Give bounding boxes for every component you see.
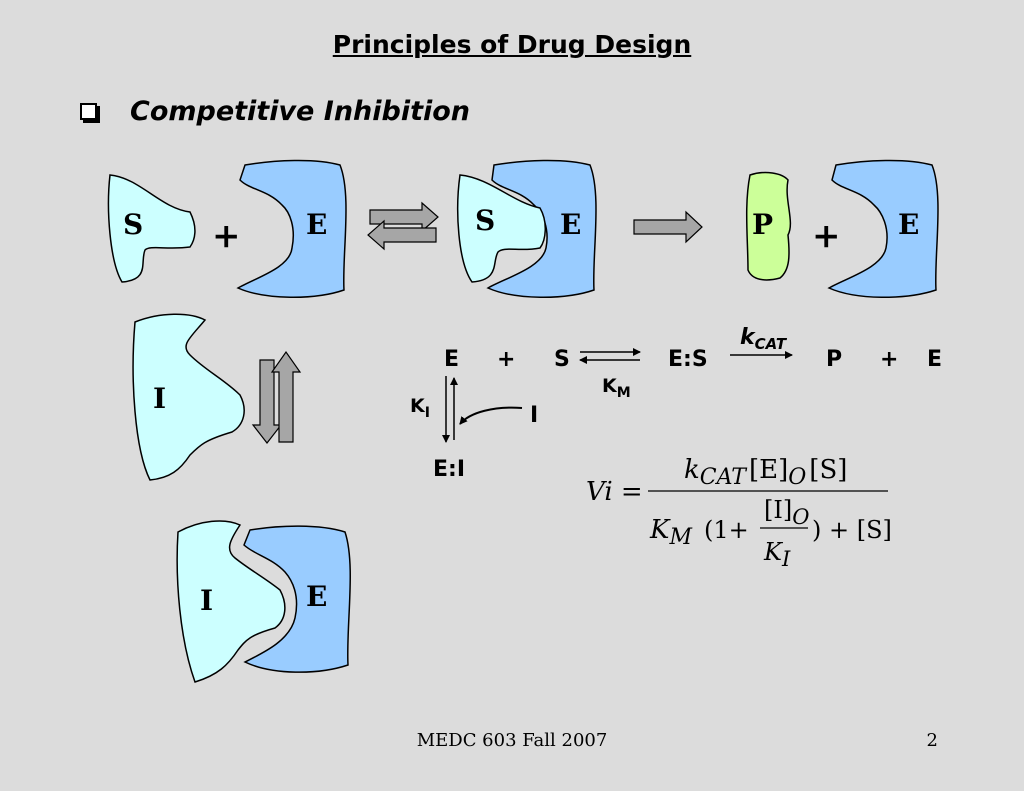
reverse-arrow-icon: [367, 219, 437, 251]
equation-denominator-K: KM: [649, 515, 692, 550]
scheme-KI: KI: [410, 395, 430, 421]
inhibitor-shape: [132, 313, 245, 481]
footer-page-number: 2: [926, 730, 938, 751]
ei-complex-enzyme-shape: [243, 525, 351, 673]
scheme-plus: +: [497, 347, 515, 372]
inhibitor-label: I: [153, 382, 166, 415]
slide-title: Principles of Drug Design: [332, 30, 692, 59]
equation-inner-denominator: KI: [763, 538, 791, 571]
enzyme-shape: [236, 159, 347, 299]
ei-complex-inhibitor-shape: [176, 520, 286, 683]
plus-sign-2: +: [812, 216, 841, 256]
scheme-kcat: kCAT: [740, 325, 788, 353]
enzyme-label: E: [306, 208, 327, 241]
substrate-shape: [107, 174, 196, 283]
scheme-S: S: [554, 347, 570, 372]
forward-arrow-icon: [369, 201, 439, 233]
substrate-label: S: [123, 208, 143, 241]
ei-inhibitor-label: I: [200, 584, 213, 617]
equation-denominator-close: ) + [S]: [812, 516, 892, 544]
product-shape: [745, 171, 792, 281]
es-substrate-label: S: [475, 204, 495, 237]
scheme-I: I: [530, 403, 538, 428]
equation-denominator-open: (1+: [704, 516, 749, 544]
scheme-plus-2: +: [880, 347, 898, 372]
scheme-E: E: [444, 347, 459, 372]
equation-inner-numerator: [I]O: [764, 496, 809, 529]
regenerated-enzyme-label: E: [898, 208, 919, 241]
footer-course: MEDC 603 Fall 2007: [416, 730, 608, 751]
scheme-E-2: E: [927, 347, 942, 372]
plus-sign-1: +: [212, 216, 241, 256]
es-complex-enzyme-shape: [486, 159, 597, 299]
checkbox-bullet-icon: [80, 103, 97, 120]
scheme-P: P: [826, 347, 842, 372]
ei-enzyme-label: E: [306, 580, 327, 613]
slide-subtitle: Competitive Inhibition: [130, 96, 471, 127]
equation-numerator: kCAT[E]O[S]: [684, 455, 847, 490]
product-label: P: [752, 208, 773, 241]
es-complex-substrate-shape: [457, 174, 546, 283]
scheme-ES: E:S: [668, 347, 708, 372]
product-arrow-icon: [633, 210, 703, 244]
scheme-EI: E:I: [433, 457, 465, 482]
regenerated-enzyme-shape: [827, 159, 939, 299]
es-enzyme-label: E: [560, 208, 581, 241]
inhibitor-curve-arrow-icon: [459, 406, 523, 425]
equation-lhs: Vi =: [586, 477, 643, 507]
inhibitor-release-arrow-icon: [270, 350, 302, 443]
scheme-KM: KM: [602, 375, 631, 401]
